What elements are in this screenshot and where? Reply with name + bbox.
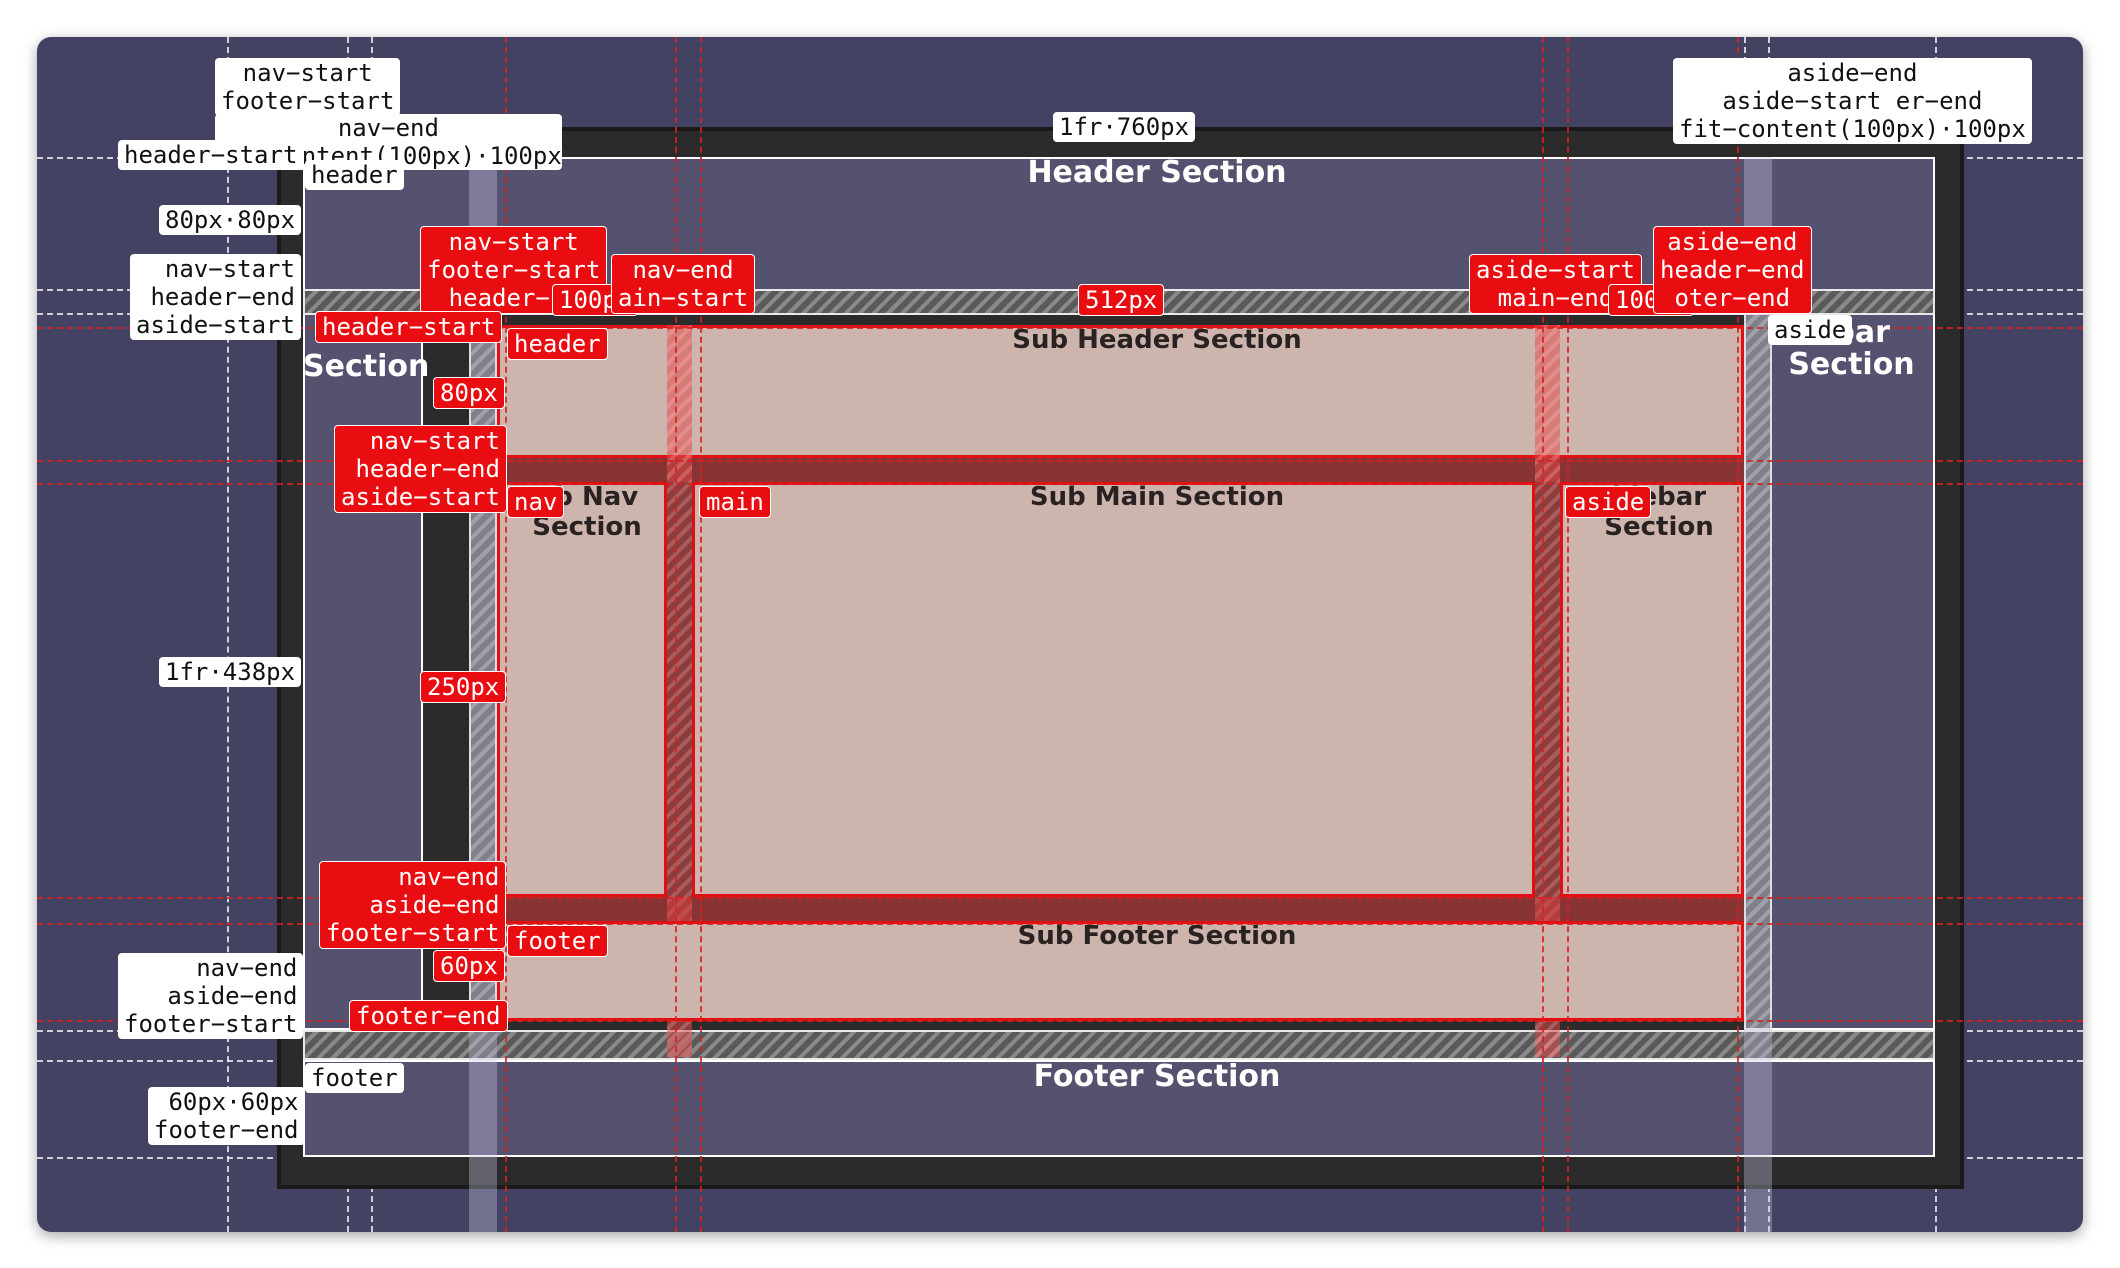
sub-grid-line — [37, 460, 2083, 462]
sub-col-line-label-aside-end: aside−end header−end oter−end — [1653, 226, 1812, 314]
row-line-label-header-end: nav−start header−end aside−start — [130, 254, 301, 340]
col-track-label-main: 1fr·760px — [1053, 112, 1196, 142]
sub-row-line-label-header-start: header−start — [315, 311, 503, 343]
area-label-footer: footer — [305, 1063, 404, 1093]
sub-row-track-label-main: 250px — [420, 671, 507, 703]
sub-row-track-label-header: 80px — [433, 377, 505, 409]
sub-grid-line — [37, 923, 2083, 925]
area-label-aside: aside — [1768, 315, 1853, 345]
nav-section-title: Section — [303, 349, 430, 384]
sub-grid-line — [675, 37, 677, 1232]
sub-grid-line — [1567, 37, 1569, 1232]
col-track-label-aside: aside−end aside−start er−end fit−content… — [1673, 58, 2032, 144]
footer-section-title: Footer Section — [1033, 1059, 1281, 1094]
sub-col-line-label-nav-start: nav−start footer−start header−st — [420, 226, 608, 314]
footer-area — [303, 1060, 1935, 1157]
sub-main-area — [692, 482, 1535, 897]
sub-footer-title: Sub Footer Section — [1017, 921, 1297, 951]
sub-row-gap — [497, 897, 1744, 921]
sub-grid-line — [1737, 37, 1739, 1232]
grid-line — [227, 37, 229, 1232]
row-gap — [303, 1030, 1935, 1060]
column-gap-highlight — [1744, 157, 1772, 1232]
col-line-label-nav-start: nav−start footer−start — [215, 58, 401, 116]
sub-grid-line — [37, 327, 2083, 329]
sub-area-label-aside: aside — [1565, 486, 1652, 518]
sub-area-label-footer: footer — [507, 925, 608, 957]
row-track-label-main: 1fr·438px — [159, 657, 302, 687]
sub-aside-area — [1560, 482, 1744, 897]
area-label-header: header — [305, 160, 404, 190]
sub-grid-line — [37, 897, 2083, 899]
sub-col-track-label-main: 512px — [1078, 284, 1165, 316]
sub-grid-line — [37, 483, 2083, 485]
sub-row-track-label-footer: 60px — [433, 950, 505, 982]
sub-grid-line — [505, 37, 507, 1232]
sub-area-label-nav: nav — [507, 486, 565, 518]
sub-row-line-label-footer-end: footer−end — [349, 1000, 508, 1032]
sub-main-title: Sub Main Section — [1029, 482, 1285, 512]
row-track-label-footer: 60px·60px footer−end — [148, 1087, 305, 1145]
sub-footer-area — [497, 921, 1744, 1021]
sub-grid-line — [1542, 37, 1544, 1232]
sub-grid-line — [37, 1020, 2083, 1022]
sub-row-line-label-footer-start: nav−end aside−end footer−start — [319, 861, 507, 949]
sub-grid-line — [700, 37, 702, 1232]
sub-area-label-header: header — [507, 328, 608, 360]
sub-col-line-label-nav-end: nav−end ain−start — [611, 254, 756, 314]
column-gap — [1744, 313, 1772, 1030]
row-track-label-header: 80px·80px — [159, 205, 302, 235]
header-section-title: Header Section — [1027, 155, 1287, 190]
row-line-label-footer-start: nav−end aside−end footer−start — [118, 953, 304, 1039]
row-line-label-header-start: header−start — [118, 140, 304, 170]
sub-nav-area — [497, 482, 667, 897]
sub-area-label-main: main — [699, 486, 771, 518]
sub-row-line-label-header-end: nav−start header−end aside−start — [334, 425, 507, 513]
canvas-frame: Header Section Section ebar Section Foot… — [37, 37, 2083, 1232]
aside-area — [1768, 313, 1935, 1030]
sub-header-title: Sub Header Section — [1012, 325, 1302, 355]
